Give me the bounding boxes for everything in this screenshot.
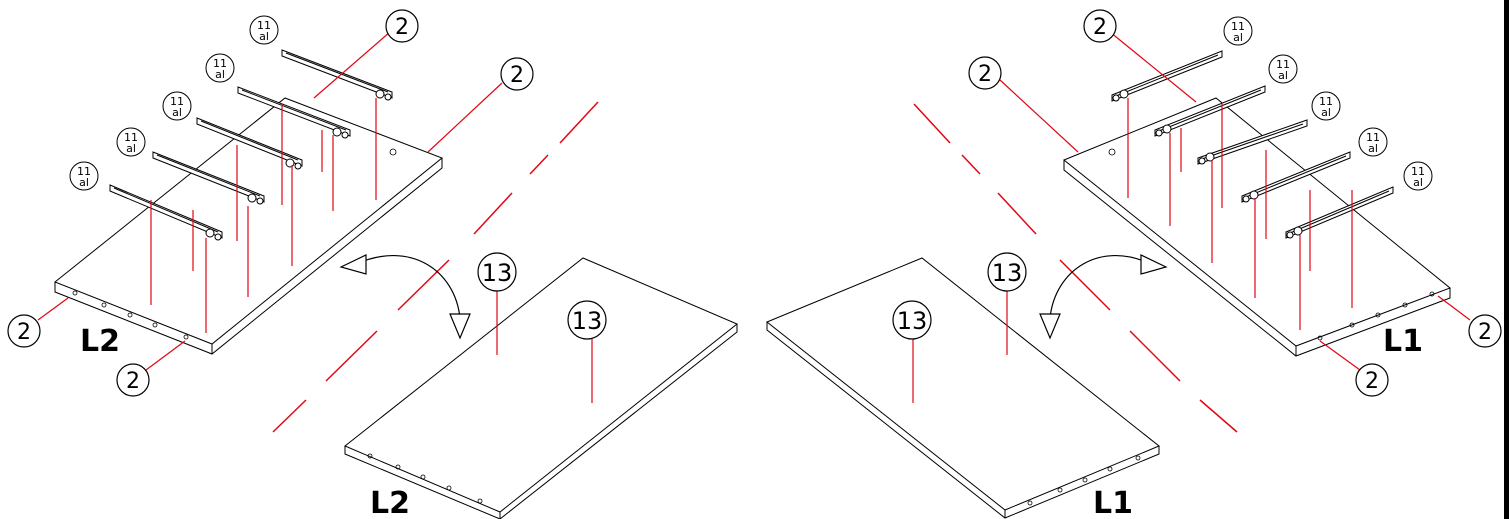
svg-text:al: al: [172, 106, 182, 119]
left-top-holes: [367, 453, 483, 504]
svg-text:al: al: [1233, 31, 1243, 44]
svg-text:11: 11: [1276, 58, 1290, 71]
callout-slide: 11 al: [249, 15, 279, 45]
right-top-panel: 13 13 L1: [766, 252, 1160, 519]
svg-text:al: al: [126, 142, 136, 155]
svg-text:2: 2: [978, 62, 992, 87]
right-border: [1504, 0, 1509, 519]
left-top-leaders: [496, 290, 593, 403]
svg-text:2: 2: [1093, 15, 1107, 40]
right-rotate-arrow: [1039, 254, 1168, 340]
callout-top-panel: 13: [567, 300, 607, 340]
drawer-slide: [196, 117, 303, 170]
right-dowel-leaders: [999, 31, 1471, 371]
callout-top-panel: 13: [477, 252, 517, 292]
label-l2-panel: L2: [80, 324, 120, 359]
callout-dowel: 2: [1468, 314, 1502, 348]
left-fold-line: [272, 101, 599, 433]
right-fold-line: [913, 103, 1238, 433]
right-base-panel: [1063, 97, 1451, 357]
callout-slide: 11 al: [1358, 127, 1388, 157]
callout-dowel: 2: [116, 363, 150, 397]
svg-text:al: al: [215, 68, 225, 81]
right-screw-leaders: [1127, 98, 1353, 330]
left-assembly: 2 2 2 2 11 al 11 al 11 al: [7, 9, 534, 397]
drawer-slide: [1241, 151, 1351, 203]
callout-dowel: 2: [7, 314, 41, 348]
svg-text:al: al: [1278, 69, 1288, 82]
svg-text:11: 11: [124, 131, 138, 144]
left-base-holes: [72, 148, 397, 340]
left-slides: [109, 49, 393, 241]
drawer-slide: [109, 184, 223, 241]
callout-dowel: 2: [500, 57, 534, 91]
svg-text:al: al: [1368, 142, 1378, 155]
svg-text:11: 11: [1231, 20, 1245, 33]
drawer-slide: [1197, 119, 1308, 165]
left-screw-leaders: [150, 98, 377, 333]
label-l1-panel: L1: [1383, 324, 1423, 359]
drawer-slide: [1154, 85, 1266, 137]
svg-text:11: 11: [170, 95, 184, 108]
left-top-panel: 13 13 L2: [344, 252, 738, 519]
callout-dowel: 2: [385, 9, 419, 43]
svg-text:11: 11: [1366, 131, 1380, 144]
callout-dowel: 2: [968, 56, 1002, 90]
svg-text:13: 13: [992, 259, 1023, 287]
svg-text:13: 13: [572, 307, 603, 335]
left-rotate-arrow: [339, 254, 471, 340]
callout-slide: 11 al: [69, 161, 99, 191]
svg-text:2: 2: [510, 63, 524, 88]
callout-slide: 11 al: [1268, 54, 1298, 84]
callout-dowel: 2: [1083, 9, 1117, 43]
svg-text:11: 11: [1319, 95, 1333, 108]
callout-slide: 11 al: [1311, 91, 1341, 121]
svg-text:11: 11: [77, 165, 91, 178]
label-l1-top: L1: [1093, 486, 1133, 519]
drawer-slide: [1285, 186, 1394, 239]
svg-text:2: 2: [1478, 320, 1492, 345]
right-slides: [1111, 50, 1394, 239]
callout-slide: 11 al: [1223, 16, 1253, 46]
svg-text:13: 13: [482, 259, 513, 287]
right-assembly: 2 2 2 2 11 al 11 al 11 al: [968, 9, 1502, 397]
svg-text:13: 13: [897, 307, 928, 335]
drawer-slide: [237, 86, 351, 139]
callout-slide: 11 al: [205, 53, 235, 83]
callout-slide: 11 al: [1403, 161, 1433, 191]
svg-text:2: 2: [395, 15, 409, 40]
svg-text:11: 11: [257, 19, 271, 32]
drawer-slide: [152, 151, 265, 205]
svg-text:2: 2: [17, 320, 31, 345]
svg-text:2: 2: [126, 369, 140, 394]
svg-text:al: al: [1321, 106, 1331, 119]
svg-text:al: al: [79, 176, 89, 189]
right-top-leaders: [912, 290, 1008, 403]
callout-slide: 11 al: [162, 91, 192, 121]
svg-text:11: 11: [1411, 165, 1425, 178]
left-dowel-leaders: [37, 31, 503, 371]
svg-text:al: al: [259, 30, 269, 43]
callout-dowel: 2: [1355, 363, 1389, 397]
svg-text:al: al: [1413, 176, 1423, 189]
label-l2-top: L2: [370, 486, 410, 519]
svg-text:11: 11: [213, 57, 227, 70]
right-top-holes: [1027, 455, 1141, 506]
svg-text:2: 2: [1365, 369, 1379, 394]
callout-slide: 11 al: [116, 127, 146, 157]
drawer-slide: [281, 49, 393, 101]
drawer-slide: [1111, 50, 1223, 102]
callout-top-panel: 13: [892, 300, 932, 340]
callout-top-panel: 13: [987, 252, 1027, 292]
right-base-holes: [1108, 148, 1435, 341]
